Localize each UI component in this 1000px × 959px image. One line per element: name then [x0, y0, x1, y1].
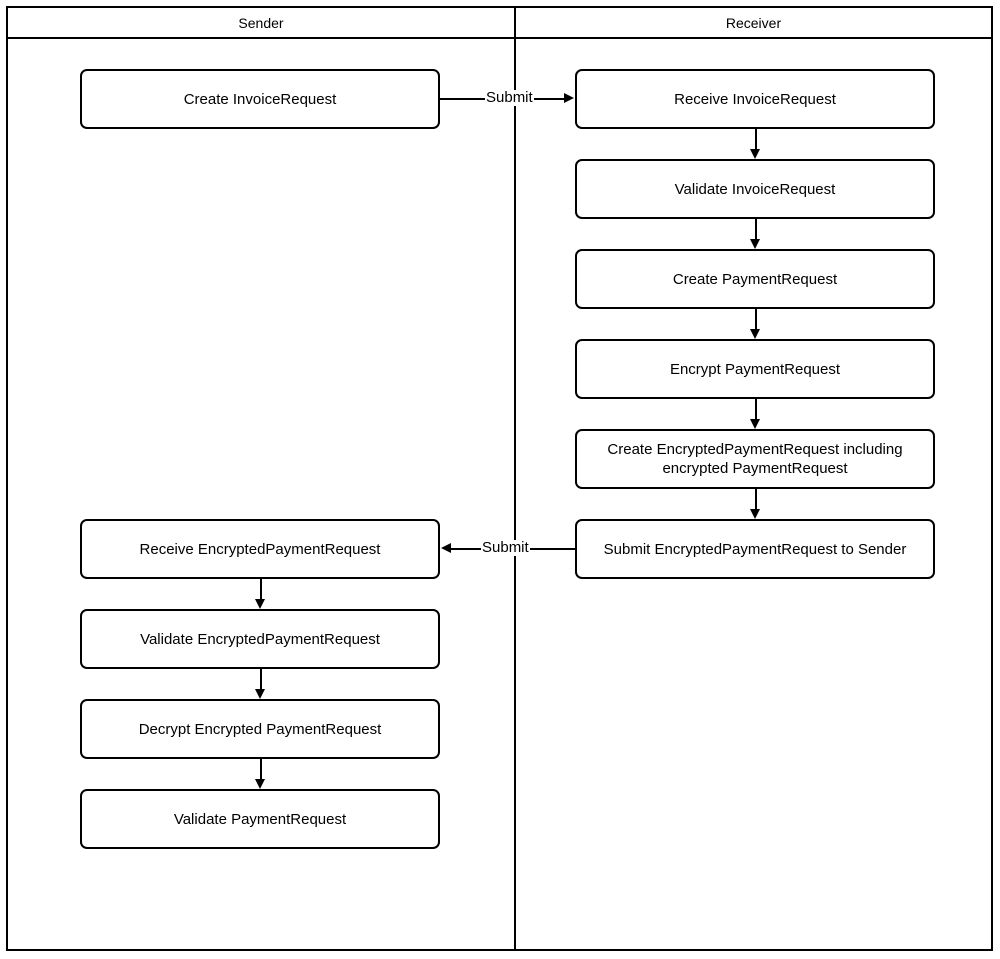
node-create-paymentrequest[interactable]: Create PaymentRequest: [575, 249, 935, 309]
edge-validate-to-decrypt-encryptedpaymentrequest-line: [260, 669, 262, 690]
lane-divider: [514, 39, 516, 951]
node-submit-encryptedpaymentrequest-to-sender[interactable]: Submit EncryptedPaymentRequest to Sender: [575, 519, 935, 579]
node-create-invoicerequest[interactable]: Create InvoiceRequest: [80, 69, 440, 129]
node-receive-invoicerequest[interactable]: Receive InvoiceRequest: [575, 69, 935, 129]
edge-label-submit-encryptedpaymentrequest: Submit: [481, 539, 530, 556]
edge-encrypt-to-create-encryptedpaymentrequest-line: [755, 399, 757, 420]
edge-receive-to-validate-invoicerequest-arrowhead: [749, 149, 760, 159]
node-receive-encryptedpaymentrequest[interactable]: Receive EncryptedPaymentRequest: [80, 519, 440, 579]
edge-create-to-encrypt-paymentrequest-line: [755, 309, 757, 330]
node-encrypt-paymentrequest[interactable]: Encrypt PaymentRequest: [575, 339, 935, 399]
edge-decrypt-to-validate-paymentrequest-arrowhead: [254, 779, 265, 789]
node-create-encryptedpaymentrequest[interactable]: Create EncryptedPaymentRequest including…: [575, 429, 935, 489]
edge-receive-to-validate-invoicerequest-line: [755, 129, 757, 150]
lane-header-row: Sender Receiver: [8, 8, 991, 39]
lane-header-sender: Sender: [238, 14, 284, 31]
edge-receive-to-validate-encryptedpaymentrequest-arrowhead: [254, 599, 265, 609]
edge-decrypt-to-validate-paymentrequest-line: [260, 759, 262, 780]
node-decrypt-encrypted-paymentrequest[interactable]: Decrypt Encrypted PaymentRequest: [80, 699, 440, 759]
edge-encrypt-to-create-encryptedpaymentrequest-arrowhead: [749, 419, 760, 429]
edge-submit-encryptedpaymentrequest-arrowhead: [441, 543, 451, 553]
edge-submit-invoicerequest-arrowhead: [564, 93, 574, 103]
edge-create-to-encrypt-paymentrequest-arrowhead: [749, 329, 760, 339]
lane-header-receiver: Receiver: [514, 8, 991, 37]
edge-validate-to-decrypt-encryptedpaymentrequest-arrowhead: [254, 689, 265, 699]
edge-validate-invoicerequest-to-create-paymentrequest-line: [755, 219, 757, 240]
edge-create-to-submit-encryptedpaymentrequest-arrowhead: [749, 509, 760, 519]
edge-validate-invoicerequest-to-create-paymentrequest-arrowhead: [749, 239, 760, 249]
edge-receive-to-validate-encryptedpaymentrequest-line: [260, 579, 262, 600]
node-validate-encryptedpaymentrequest[interactable]: Validate EncryptedPaymentRequest: [80, 609, 440, 669]
node-validate-paymentrequest[interactable]: Validate PaymentRequest: [80, 789, 440, 849]
node-validate-invoicerequest[interactable]: Validate InvoiceRequest: [575, 159, 935, 219]
edge-label-submit-invoicerequest: Submit: [485, 89, 534, 106]
edge-create-to-submit-encryptedpaymentrequest-line: [755, 489, 757, 510]
